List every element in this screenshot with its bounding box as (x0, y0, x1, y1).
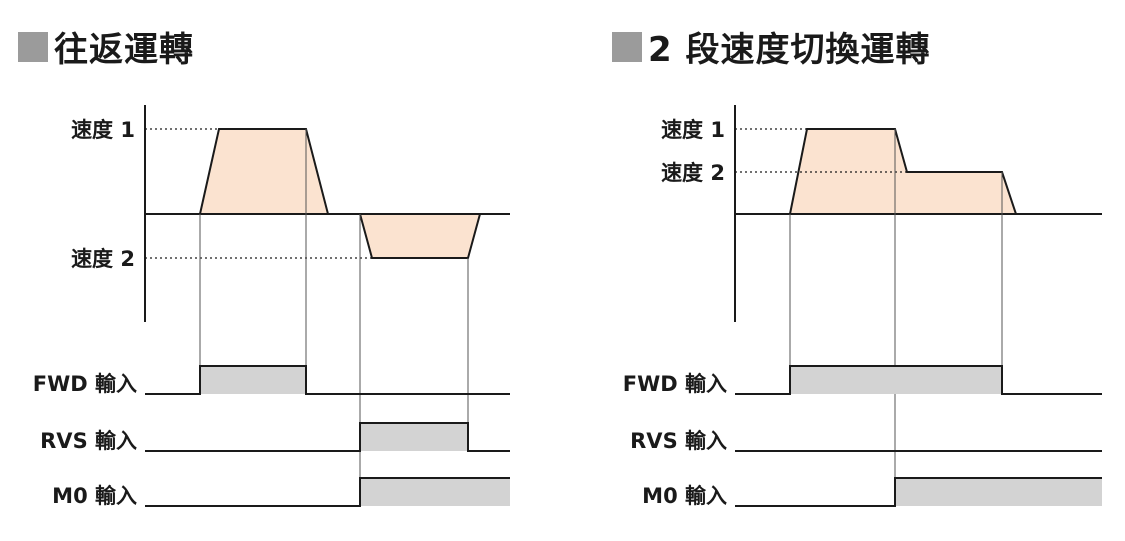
left-m0-signal (145, 477, 510, 507)
left-speed2-label: 速度 2 (71, 247, 135, 271)
left-fwd-signal (145, 365, 510, 395)
left-fwd-pulse (200, 366, 306, 394)
right-fwd-pulse (790, 366, 1002, 394)
right-title-text: 2 段速度切換運轉 (648, 30, 931, 70)
left-title-text: 往返運轉 (54, 30, 194, 70)
left-reverse-speed-profile (358, 213, 482, 259)
right-rvs-label: RVS 輸入 (630, 429, 727, 453)
right-m0-label: M0 輸入 (642, 484, 727, 508)
right-speed-profile (788, 128, 1018, 215)
right-m0-signal (735, 477, 1102, 507)
left-speed1-label: 速度 1 (71, 118, 135, 142)
title-square-icon (18, 31, 48, 62)
right-speed2-label: 速度 2 (661, 161, 725, 185)
right-fwd-label: FWD 輸入 (623, 372, 727, 396)
right-m0-pulse (895, 478, 1102, 506)
left-title: 往返運轉 (18, 22, 194, 71)
left-forward-speed-profile (198, 128, 330, 215)
right-fwd-signal (735, 365, 1102, 395)
left-m0-pulse (360, 478, 510, 506)
left-rvs-label: RVS 輸入 (40, 429, 137, 453)
left-rvs-signal (145, 422, 510, 452)
right-title: 2 段速度切換運轉 (612, 22, 931, 71)
title-square-icon (612, 31, 642, 62)
right-diagram: 速度 1 速度 2 FWD 輸入 RVS 輸入 M0 輸入 (623, 105, 1102, 508)
left-m0-label: M0 輸入 (52, 484, 137, 508)
left-fwd-label: FWD 輸入 (33, 372, 137, 396)
left-diagram: 速度 1 速度 2 FWD 輸入 RVS 輸入 M0 輸入 (33, 105, 510, 508)
left-rvs-pulse (360, 423, 468, 451)
right-speed1-label: 速度 1 (661, 118, 725, 142)
